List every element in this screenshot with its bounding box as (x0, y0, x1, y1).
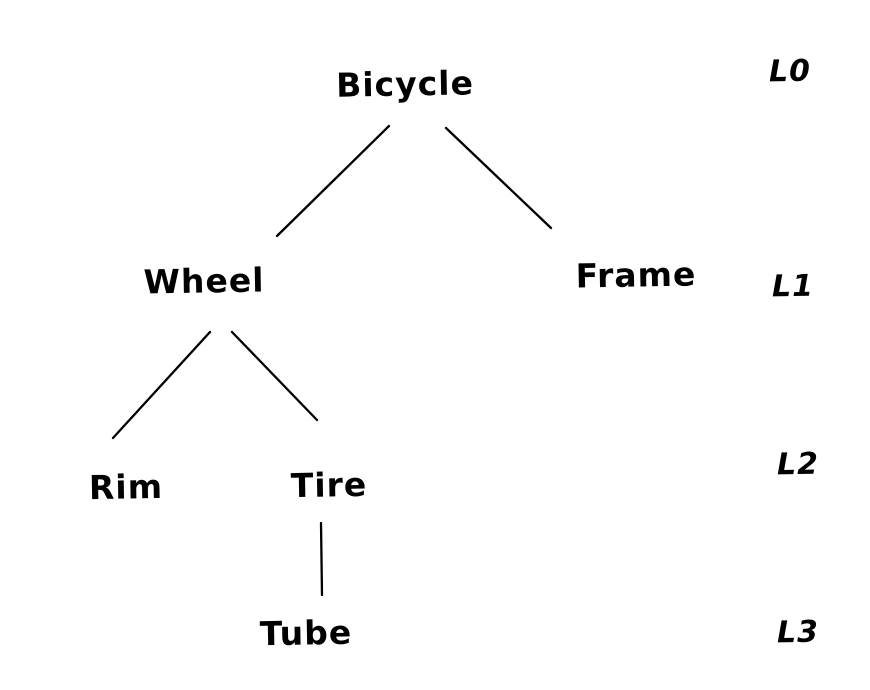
level-label-l2: L2 (776, 446, 820, 483)
tree-node-rim: Rim (88, 466, 164, 508)
level-label-l3: L3 (776, 614, 820, 651)
edge-bicycle-frame (444, 126, 553, 230)
edge-wheel-rim (111, 330, 212, 440)
edge-wheel-tire (230, 330, 319, 422)
tree-node-wheel: Wheel (143, 260, 265, 302)
level-label-l0: L0 (768, 53, 812, 90)
level-label-l1: L1 (771, 268, 815, 305)
tree-node-frame: Frame (575, 254, 697, 296)
tree-node-tube: Tube (259, 612, 353, 654)
edge-bicycle-wheel (275, 124, 391, 238)
edge-tire-tube (319, 521, 324, 597)
tree-node-bicycle: Bicycle (335, 63, 475, 105)
tree-node-tire: Tire (290, 464, 368, 506)
